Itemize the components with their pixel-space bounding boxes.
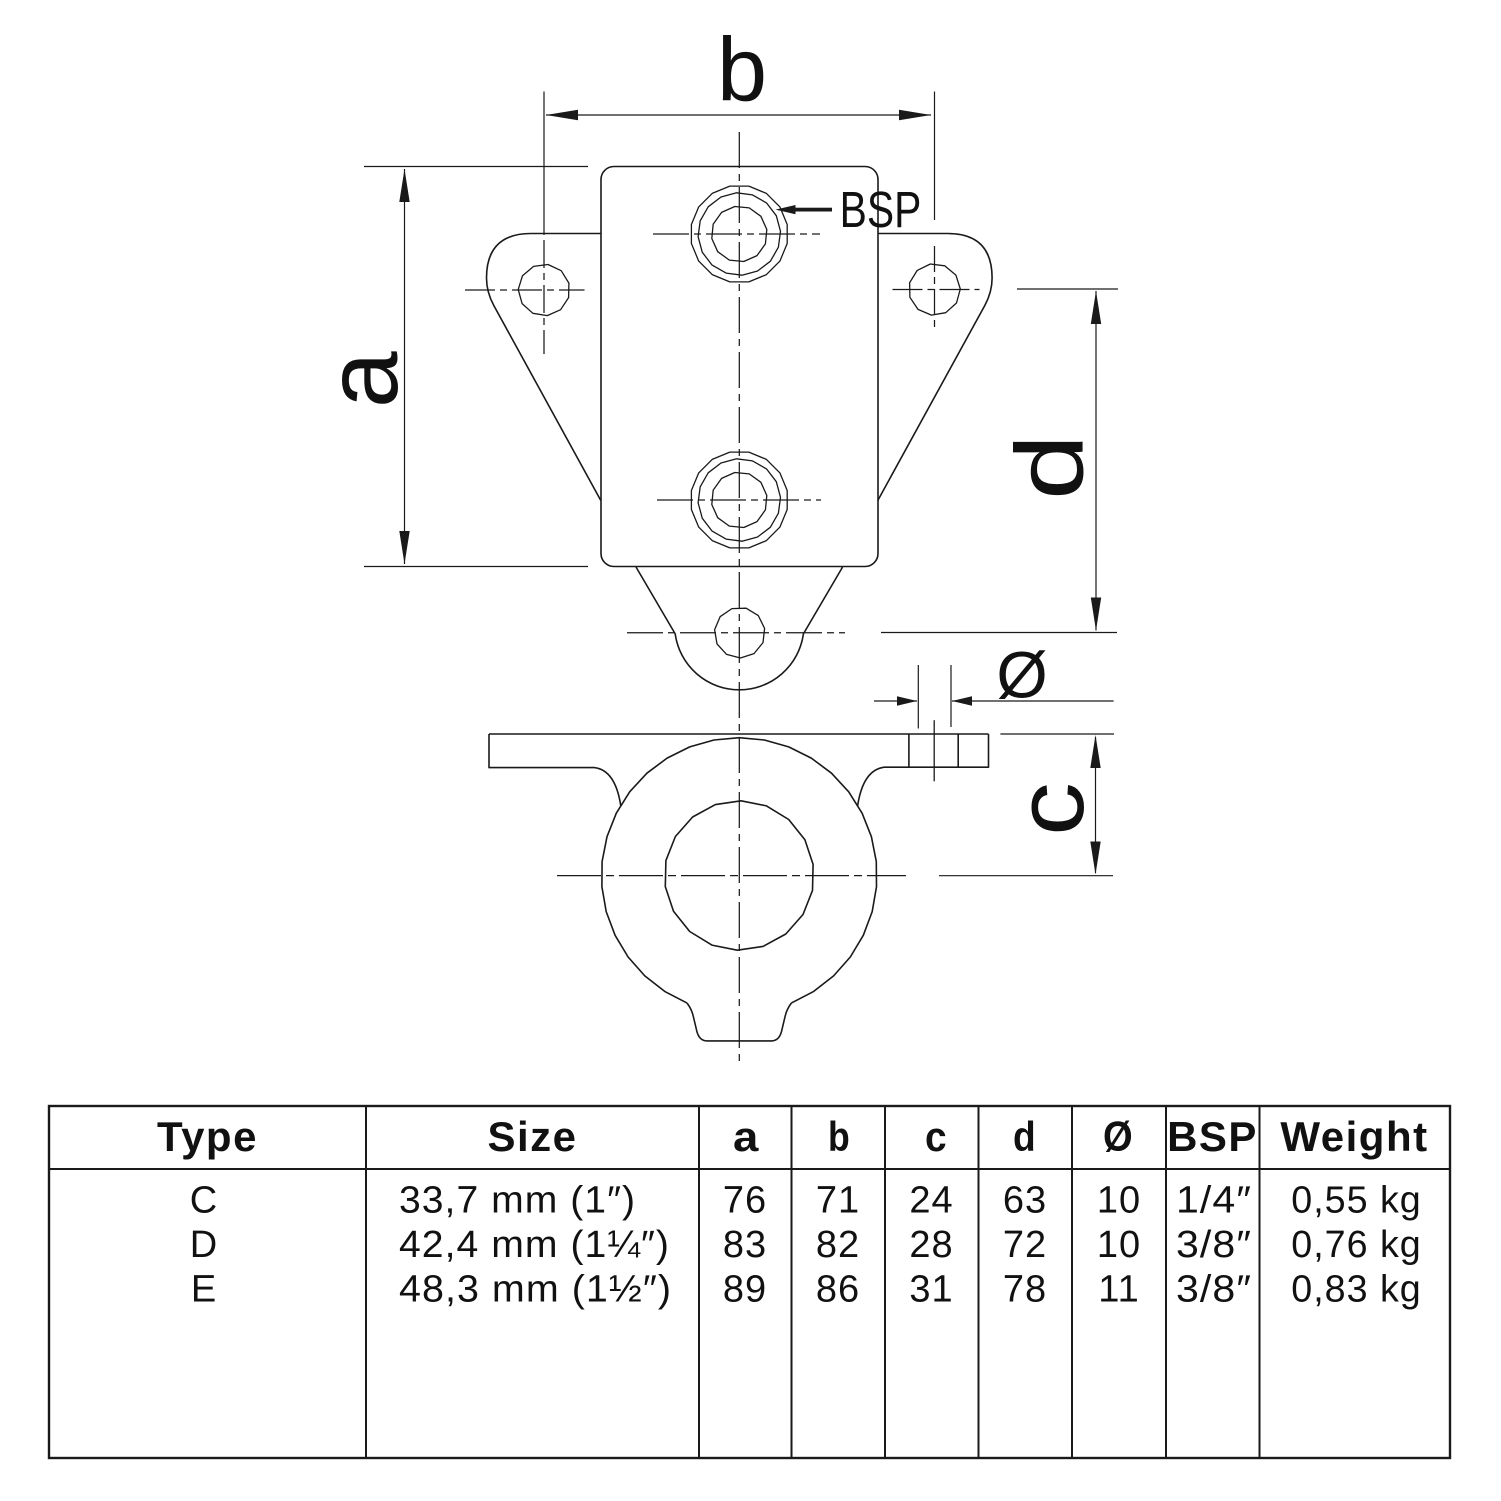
svg-text:0,83 kg: 0,83 kg xyxy=(1291,1268,1422,1310)
svg-text:E: E xyxy=(191,1268,217,1310)
svg-text:28: 28 xyxy=(909,1224,953,1266)
svg-text:1/4″: 1/4″ xyxy=(1176,1180,1252,1222)
svg-text:Weight: Weight xyxy=(1280,1113,1428,1160)
svg-text:d: d xyxy=(995,434,1102,500)
svg-text:3/8″: 3/8″ xyxy=(1176,1224,1252,1266)
svg-text:BSP: BSP xyxy=(1167,1113,1258,1160)
svg-text:86: 86 xyxy=(816,1268,860,1310)
svg-text:72: 72 xyxy=(1003,1224,1047,1266)
svg-text:10: 10 xyxy=(1097,1180,1141,1222)
svg-text:Ø: Ø xyxy=(996,638,1047,712)
svg-text:D: D xyxy=(190,1224,218,1266)
svg-text:b: b xyxy=(717,21,767,121)
svg-text:a: a xyxy=(305,351,419,408)
svg-text:0,76 kg: 0,76 kg xyxy=(1291,1224,1422,1266)
svg-text:89: 89 xyxy=(723,1268,767,1310)
svg-text:Size: Size xyxy=(487,1113,577,1160)
svg-text:a: a xyxy=(733,1113,760,1160)
svg-text:3/8″: 3/8″ xyxy=(1176,1268,1252,1310)
svg-text:82: 82 xyxy=(816,1224,860,1266)
svg-text:C: C xyxy=(190,1180,218,1222)
svg-text:48,3 mm (1½″): 48,3 mm (1½″) xyxy=(399,1268,672,1310)
svg-text:BSP: BSP xyxy=(840,181,922,238)
svg-text:31: 31 xyxy=(909,1268,953,1310)
svg-text:71: 71 xyxy=(816,1180,860,1222)
svg-text:b: b xyxy=(828,1113,851,1160)
svg-text:78: 78 xyxy=(1003,1268,1047,1310)
svg-text:Type: Type xyxy=(157,1113,258,1160)
svg-text:d: d xyxy=(1013,1113,1037,1160)
svg-text:33,7 mm (1″): 33,7 mm (1″) xyxy=(399,1180,636,1222)
svg-text:76: 76 xyxy=(723,1180,767,1222)
svg-text:24: 24 xyxy=(909,1180,953,1222)
svg-text:Ø: Ø xyxy=(1103,1113,1134,1160)
svg-text:0,55 kg: 0,55 kg xyxy=(1291,1180,1422,1222)
svg-text:11: 11 xyxy=(1098,1268,1139,1310)
svg-text:83: 83 xyxy=(723,1224,767,1266)
svg-text:63: 63 xyxy=(1003,1180,1047,1222)
svg-text:42,4 mm (1¼″): 42,4 mm (1¼″) xyxy=(399,1224,670,1266)
svg-text:c: c xyxy=(996,782,1103,836)
svg-text:c: c xyxy=(925,1113,948,1160)
svg-text:10: 10 xyxy=(1097,1224,1141,1266)
